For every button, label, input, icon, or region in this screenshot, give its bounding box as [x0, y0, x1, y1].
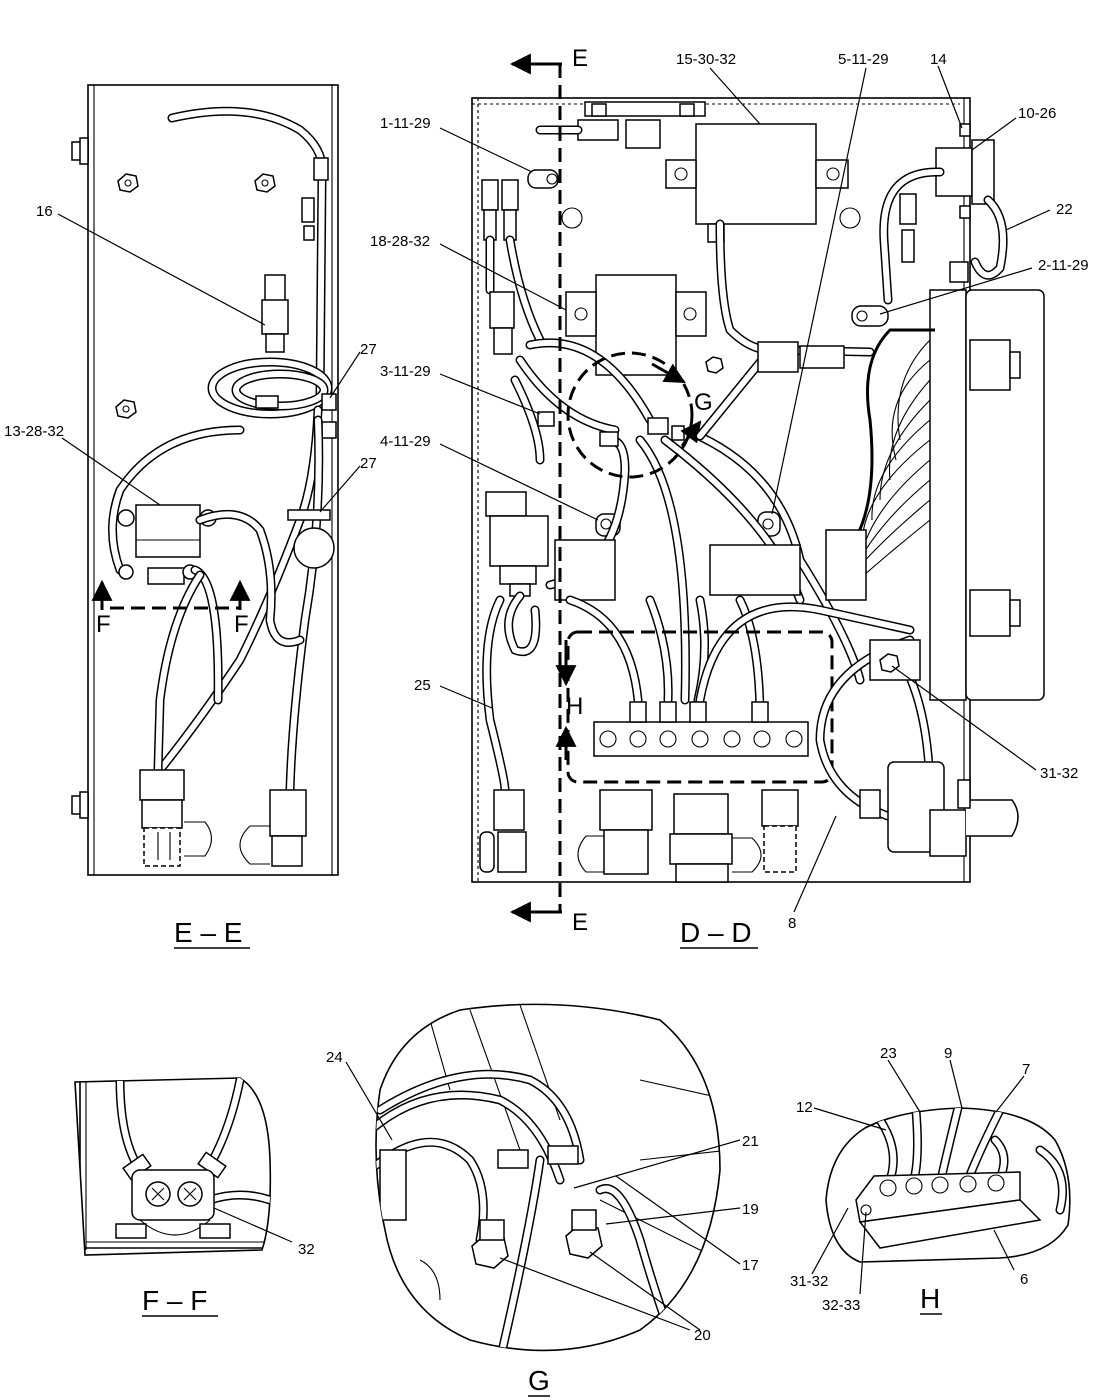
enclosure-side-panel [87, 84, 339, 876]
transformer-18-28-32 [595, 274, 677, 376]
section-title-d-d: D – D [680, 917, 752, 948]
detail-g-outline [566, 351, 694, 479]
callout-4-11-29: 4-11-29 [380, 433, 431, 450]
terminal-strip [593, 721, 809, 757]
marker-e: E [572, 45, 588, 72]
connector-16 [264, 274, 286, 302]
callout-19: 19 [742, 1201, 759, 1218]
section-titles: E – E D – D F – F G H [142, 917, 942, 1397]
callout-18-28-32: 18-28-32 [370, 233, 430, 250]
relay-left [489, 515, 549, 567]
view-d-d [471, 53, 1045, 923]
callout-22: 22 [1056, 201, 1073, 218]
screw-icon [599, 730, 803, 748]
callout-1-11-29: 1-11-29 [380, 115, 431, 132]
detail-h-outline [566, 630, 834, 784]
callout-21: 21 [742, 1133, 759, 1150]
callout-31-32: 31-32 [1040, 765, 1078, 782]
callout-27: 27 [360, 341, 377, 358]
section-title-e-e: E – E [174, 917, 242, 948]
callout-24: 24 [326, 1049, 343, 1066]
marker-h: H [566, 693, 583, 720]
connector-left [139, 769, 185, 801]
callout-13-28-32: 13-28-32 [4, 423, 64, 440]
callout-15-30-32: 15-30-32 [676, 51, 736, 68]
callout-16: 16 [36, 203, 53, 220]
marker-g: G [694, 389, 713, 416]
callout-23: 23 [880, 1045, 897, 1062]
callout-labels: 16 27 27 13-28-32 1-11-29 18-28-32 3-11-… [4, 51, 1089, 1344]
clamp-icon [527, 169, 889, 537]
hex-nut-icon [115, 173, 276, 419]
callout-31-32: 31-32 [790, 1273, 828, 1290]
callout-7: 7 [1022, 1061, 1030, 1078]
callout-14: 14 [930, 51, 947, 68]
callout-12: 12 [796, 1099, 813, 1116]
callout-20: 20 [694, 1327, 711, 1344]
callout-32-33: 32-33 [822, 1297, 860, 1314]
callout-32: 32 [298, 1241, 315, 1258]
controller-board [929, 289, 967, 701]
section-title-h: H [920, 1283, 940, 1314]
section-title-g: G [528, 1365, 550, 1396]
callout-2-11-29: 2-11-29 [1038, 257, 1089, 274]
marker-f: F [234, 611, 249, 638]
leader-lines [57, 65, 1051, 1331]
detail-h [825, 1107, 1071, 1263]
callout-3-11-29: 3-11-29 [380, 363, 431, 380]
module-15-30-32 [695, 123, 817, 225]
marker-e: E [572, 909, 588, 936]
callout-10-26: 10-26 [1018, 105, 1056, 122]
view-e-e [71, 84, 339, 876]
section-markers: E E F F G H [96, 45, 713, 936]
callout-17: 17 [742, 1257, 759, 1274]
detail-f-f [74, 1077, 272, 1256]
callout-9: 9 [944, 1045, 952, 1062]
cut-line-f [100, 595, 242, 610]
callout-25: 25 [414, 677, 431, 694]
relay-13-28-32 [135, 504, 201, 558]
section-title-f-f: F – F [142, 1285, 207, 1316]
callout-27: 27 [360, 455, 377, 472]
bolt-icon [71, 137, 89, 819]
callout-8: 8 [788, 915, 796, 932]
marker-f: F [96, 611, 111, 638]
connector-right [269, 789, 307, 837]
detail-g [375, 1003, 721, 1352]
callout-6: 6 [1020, 1271, 1028, 1288]
callout-5-11-29: 5-11-29 [838, 51, 889, 68]
